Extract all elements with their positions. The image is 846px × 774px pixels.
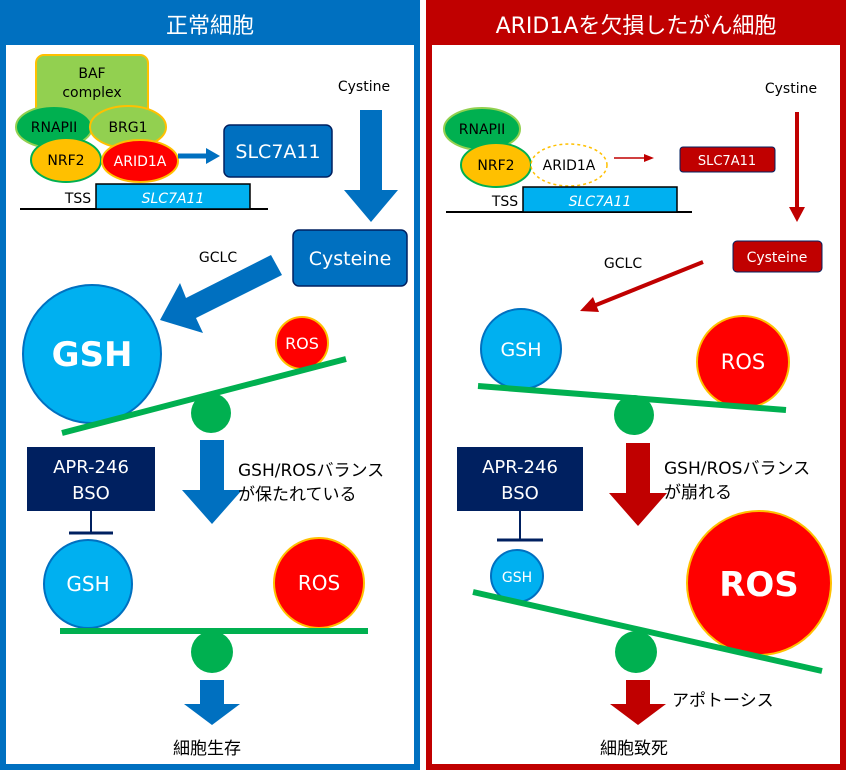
cysteine-box	[292, 229, 408, 287]
gsh-large-label: GSH	[52, 335, 133, 375]
arid1a-ellipse	[101, 139, 179, 183]
inhibitor-line1-right: APR-246	[482, 457, 558, 478]
ros-small-label: ROS	[285, 334, 319, 353]
inhibitor-line2: BSO	[72, 483, 110, 504]
balance-down-arrow	[182, 440, 242, 524]
tss-label-right: TSS	[491, 194, 518, 210]
arid1a-label: ARID1A	[114, 154, 167, 170]
gclc-arrow	[160, 255, 282, 333]
gene-label: SLC7A11	[142, 191, 205, 207]
survival-down-arrow	[184, 680, 240, 725]
right-panel-header	[429, 3, 843, 45]
cystine-arrow-right-head	[789, 207, 805, 222]
right-panel-title: ARID1Aを欠損したがん細胞	[496, 14, 777, 39]
gclc-label-right: GCLC	[604, 256, 642, 272]
activation-arrow-head	[206, 148, 220, 164]
inhibitor-box	[27, 447, 155, 511]
cystine-label: Cystine	[338, 79, 390, 95]
slc7a11-protein-label: SLC7A11	[235, 141, 320, 163]
seesaw-fulcrum-right-1	[614, 395, 654, 435]
slc7a11-protein-label-right: SLC7A11	[698, 154, 756, 169]
balance-text-line2: が保たれている	[238, 485, 357, 505]
nrf2-label: NRF2	[47, 153, 84, 169]
arid1a-missing-ellipse	[530, 143, 608, 187]
inhibitor-box-right	[457, 447, 583, 511]
cystine-label-right: Cystine	[765, 81, 817, 97]
baf-label: BAF	[78, 66, 105, 82]
gsh-mid-label-right: GSH	[500, 339, 541, 361]
ros-mid-label-right: ROS	[721, 350, 765, 374]
balance-text-right-line1: GSH/ROSバランス	[664, 459, 810, 479]
gsh-small-label-right: GSH	[502, 570, 532, 586]
balance-text-line1: GSH/ROSバランス	[238, 461, 384, 481]
left-panel-title: 正常細胞	[166, 14, 254, 39]
seesaw-fulcrum	[191, 393, 231, 433]
ros-large-label-right: ROS	[719, 565, 799, 605]
weak-arrow-head	[644, 154, 654, 162]
tss-label: TSS	[64, 191, 91, 207]
apoptosis-label: アポトーシス	[672, 691, 774, 711]
slc7a11-protein-box	[223, 124, 333, 178]
gene-box-right	[522, 186, 678, 213]
death-down-arrow	[610, 680, 666, 725]
cysteine-box-right	[732, 240, 823, 273]
nrf2-label-right: NRF2	[477, 158, 514, 174]
cystine-to-cysteine-arrow	[344, 110, 398, 222]
seesaw-fulcrum-2	[191, 631, 233, 673]
balance-text-right-line2: が崩れる	[664, 483, 732, 503]
seesaw-fulcrum-right-2	[615, 631, 657, 673]
cysteine-label: Cysteine	[309, 248, 392, 270]
inhibitor-line1: APR-246	[53, 457, 129, 478]
gclc-arrow-right-shaft	[595, 260, 704, 307]
gclc-label: GCLC	[199, 250, 237, 266]
cysteine-label-right: Cysteine	[747, 250, 808, 266]
gsh-medium-label: GSH	[66, 572, 109, 596]
slc7a11-protein-box-right	[679, 146, 776, 173]
gclc-arrow-right-head	[580, 297, 599, 312]
balance-down-arrow-right	[609, 443, 667, 526]
ros-medium-label: ROS	[298, 571, 340, 595]
rnapii-label-right: RNAPII	[459, 122, 505, 138]
arid1a-missing-label: ARID1A	[543, 158, 596, 174]
brg1-label: BRG1	[108, 120, 147, 136]
death-outcome-label: 細胞致死	[600, 739, 668, 759]
gene-box	[95, 183, 251, 210]
nrf2-ellipse	[30, 137, 102, 183]
left-panel-header	[3, 3, 417, 45]
inhibitor-line2-right: BSO	[501, 483, 539, 504]
seesaw-beam-right-2	[472, 589, 823, 674]
rnapii-label: RNAPII	[31, 120, 77, 136]
gene-label-right: SLC7A11	[569, 194, 632, 210]
baf-complex-label: complex	[62, 85, 121, 101]
survival-outcome-label: 細胞生存	[173, 739, 241, 759]
